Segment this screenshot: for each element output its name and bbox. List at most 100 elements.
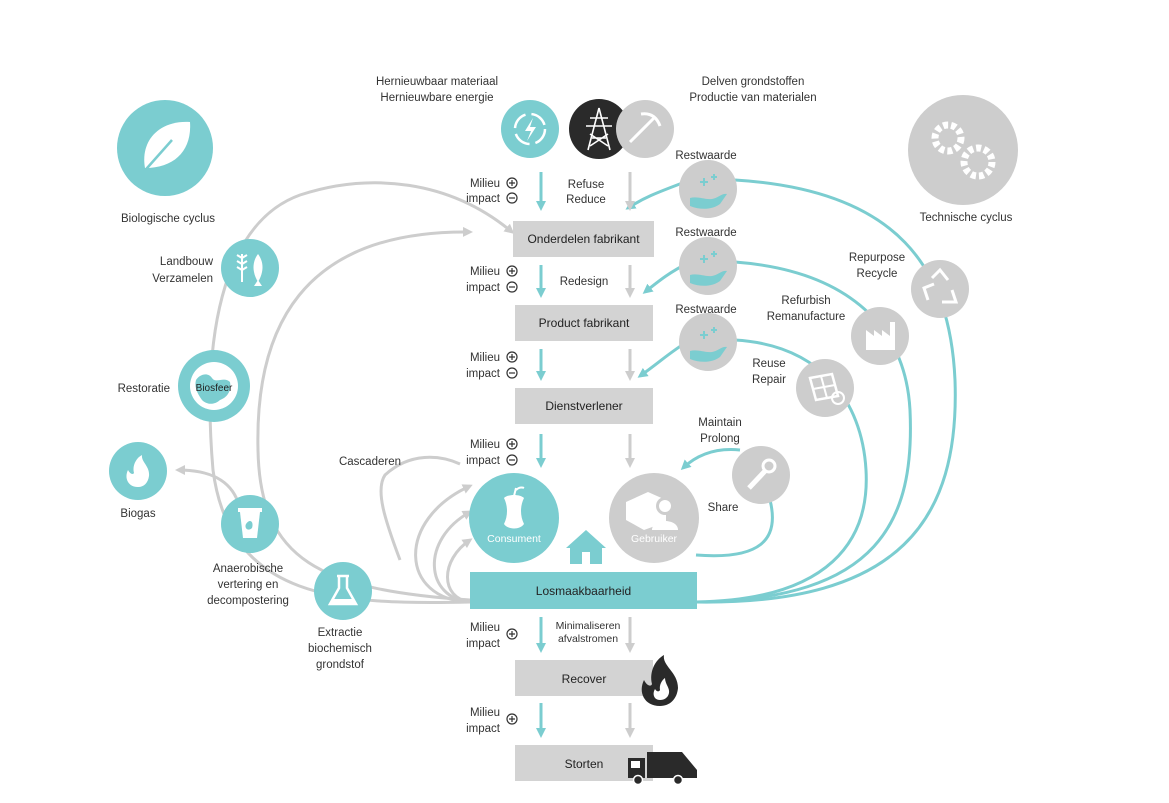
remanufacture-label: Remanufacture: [767, 311, 846, 323]
cascade-arrow-2: [432, 510, 473, 604]
biochemisch-label: biochemisch: [308, 643, 372, 655]
consument-label: Consument: [487, 533, 541, 545]
apple-core-icon: [504, 486, 525, 529]
box-losmaak-label: Losmaakbaarheid: [536, 584, 631, 598]
cascade-arrow-1: [414, 484, 473, 604]
cascade-arrow-4: [379, 455, 461, 561]
renewable-energy-icon: [501, 100, 559, 158]
refurbish-label: Refurbish: [781, 295, 830, 307]
box-dienst-label: Dienstverlener: [545, 399, 622, 413]
repair-label: Repair: [752, 374, 786, 386]
biosfeer-label: Biosfeer: [196, 383, 233, 394]
recycle-label: Recycle: [857, 268, 898, 280]
user-node: Gebruiker: [609, 473, 699, 563]
solar-panel-icon: [796, 359, 854, 417]
wheat-fish-icon: [221, 239, 279, 297]
milieu-label: Milieu: [470, 439, 500, 451]
cascaderen-label: Cascaderen: [339, 456, 401, 468]
factory-icon: [851, 307, 909, 365]
box-onderdelen-label: Onderdelen fabrikant: [527, 232, 640, 246]
biologische-cyclus-label: Biologische cyclus: [121, 213, 215, 225]
impact-label: impact: [466, 638, 501, 650]
biogas-arrow: [175, 465, 240, 503]
productie-materialen-label: Productie van materialen: [689, 92, 816, 104]
recycle-icon: [911, 260, 969, 318]
refuse-label: Refuse: [568, 179, 604, 191]
box-recover-label: Recover: [562, 672, 607, 686]
impact-label: impact: [466, 368, 501, 380]
vertering-label: vertering en: [218, 579, 279, 591]
milieu-label: Milieu: [470, 178, 500, 190]
afvalstromen-label: afvalstromen: [558, 633, 618, 645]
reduce-label: Reduce: [566, 194, 606, 206]
maintain-arrow: [680, 448, 741, 471]
box-onderdelen: Onderdelen fabrikant: [513, 221, 654, 257]
milieu-impact-5: Milieu impact: [466, 622, 518, 650]
landbouw-label: Landbouw: [160, 256, 214, 268]
share-loop: [695, 499, 774, 558]
restwaarde-label-3: Restwaarde: [675, 304, 736, 316]
recycle-loop: [695, 178, 957, 604]
consumer-node: Consument: [469, 473, 559, 563]
restwaarde-label-2: Restwaarde: [675, 227, 736, 239]
cascade-arrow-3: [446, 538, 473, 604]
milieu-label: Milieu: [470, 707, 500, 719]
user-icon: [626, 492, 678, 530]
remanufacture-loop: [695, 260, 912, 604]
milieu-impact-6: Milieu impact: [466, 707, 518, 735]
hernieuwbaar-materiaal-label: Hernieuwbaar materiaal: [376, 76, 498, 88]
restoratie-label: Restoratie: [118, 383, 170, 395]
box-product: Product fabrikant: [515, 305, 653, 341]
biogas-label: Biogas: [120, 508, 155, 520]
restwaarde-label-1: Restwaarde: [675, 150, 736, 162]
hand-sparkle-icon: [679, 160, 737, 218]
box-recover: Recover: [515, 660, 653, 696]
impact-label: impact: [466, 455, 501, 467]
extractie-label: Extractie: [318, 627, 363, 639]
garbage-truck-icon: [628, 752, 697, 786]
decompostering-label: decompostering: [207, 595, 289, 607]
maintain-label: Maintain: [698, 417, 741, 429]
verzamelen-label: Verzamelen: [152, 273, 213, 285]
minimaliseren-label: Minimaliseren: [556, 620, 621, 632]
milieu-label: Milieu: [470, 352, 500, 364]
hand-sparkle-icon: [679, 237, 737, 295]
share-label: Share: [708, 502, 739, 514]
grondstof-label: grondstof: [316, 659, 365, 671]
anaerobische-label: Anaerobische: [213, 563, 283, 575]
box-product-label: Product fabrikant: [539, 316, 630, 330]
repair-loop: [695, 338, 868, 604]
hernieuwbare-energie-label: Hernieuwbare energie: [380, 92, 493, 104]
flame-icon: [641, 655, 678, 706]
milieu-impact-3: Milieu impact: [466, 351, 518, 380]
prolong-label: Prolong: [700, 433, 740, 445]
gebruiker-label: Gebruiker: [631, 533, 678, 545]
redesign-label: Redesign: [560, 276, 609, 288]
box-storten-label: Storten: [565, 757, 604, 771]
box-dienst: Dienstverlener: [515, 388, 653, 424]
milieu-impact-2: Milieu impact: [466, 265, 518, 294]
pickaxe-icon: [616, 100, 674, 158]
impact-label: impact: [466, 723, 501, 735]
milieu-label: Milieu: [470, 622, 500, 634]
reuse-label: Reuse: [752, 358, 785, 370]
impact-label: impact: [466, 193, 501, 205]
house-icon: [566, 530, 606, 564]
globe-icon: Biosfeer: [178, 350, 250, 422]
wrench-icon: [732, 446, 790, 504]
technische-cyclus-label: Technische cyclus: [920, 212, 1013, 224]
gears-icon: [908, 95, 1018, 205]
milieu-impact-1: Milieu impact: [466, 177, 518, 205]
biological-outer-loop: [208, 181, 515, 605]
repurpose-label: Repurpose: [849, 252, 905, 264]
power-pylon-icon: [569, 99, 629, 159]
box-losmaak: Losmaakbaarheid: [470, 572, 697, 609]
compost-bin-icon: [221, 495, 279, 553]
milieu-impact-4: Milieu impact: [466, 438, 518, 467]
hand-sparkle-icon: [679, 313, 737, 371]
impact-label: impact: [466, 282, 501, 294]
milieu-label: Milieu: [470, 266, 500, 278]
delven-grondstoffen-label: Delven grondstoffen: [702, 76, 805, 88]
leaf-icon: [117, 100, 213, 196]
